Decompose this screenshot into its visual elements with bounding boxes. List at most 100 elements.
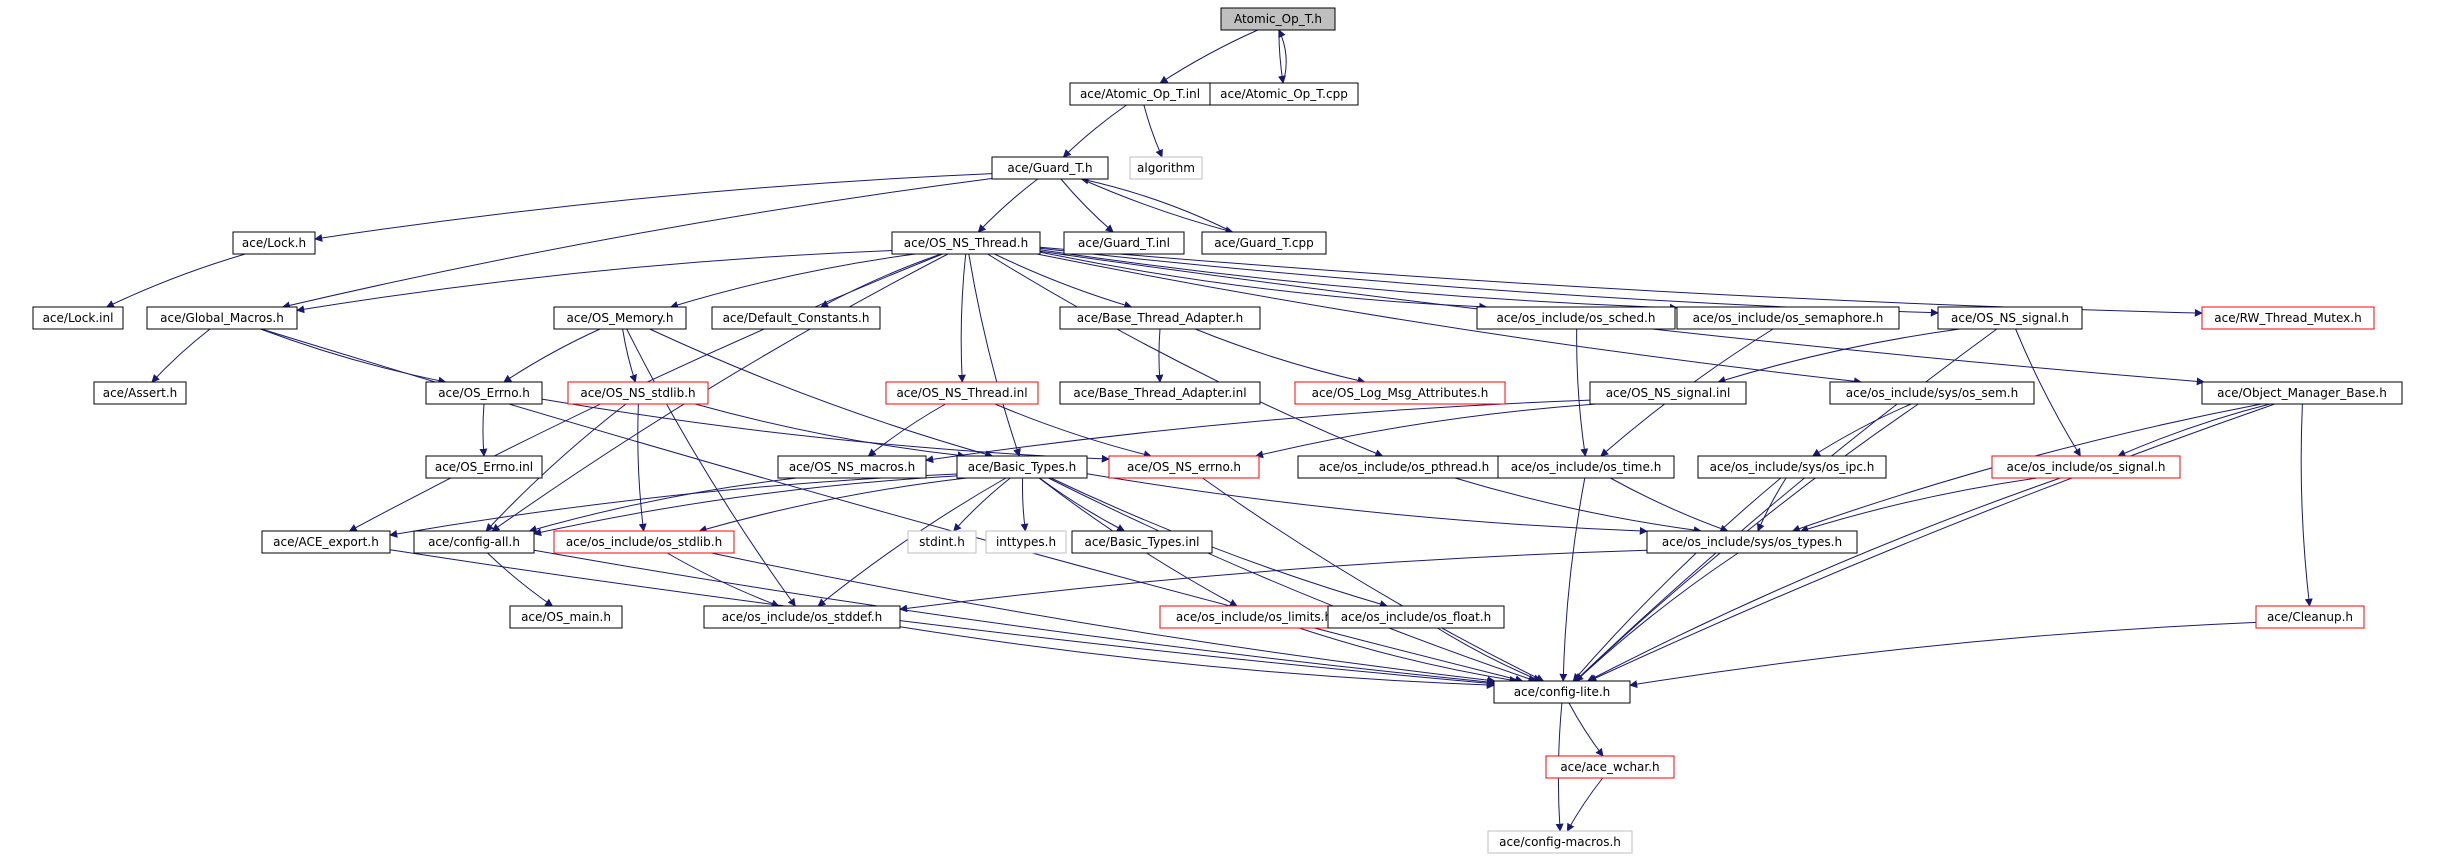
edge-os_memory_h-to-os_errno_h: [503, 328, 601, 383]
node-default-constants-h[interactable]: ace/Default_Constants.h: [711, 306, 881, 330]
node-os-float-h[interactable]: ace/os_include/os_float.h: [1327, 605, 1505, 629]
node-box: [1063, 231, 1185, 255]
edge-os_ns_thread_h-to-os_memory_h: [669, 253, 916, 309]
node-os-errno-inl[interactable]: ace/OS_Errno.inl: [425, 455, 543, 479]
node-label: ace/os_include/os_sched.h: [1497, 311, 1656, 325]
node-label: ace/Guard_T.cpp: [1214, 236, 1314, 250]
edge-ace_wchar_h-to-config_macros_h: [1566, 777, 1604, 832]
node-config-lite-h[interactable]: ace/config-lite.h: [1493, 680, 1631, 704]
node-os-semaphore-h[interactable]: ace/os_include/os_semaphore.h: [1676, 306, 1900, 330]
node-os-stdlib-h[interactable]: ace/os_include/os_stdlib.h: [553, 530, 735, 554]
node-box: [2201, 381, 2403, 405]
node-label: ace/Assert.h: [103, 386, 178, 400]
edge-os_sched_h-to-os_time_h: [1576, 328, 1589, 457]
edge-object_manager_base_h-to-os_signal_h: [2117, 403, 2271, 457]
edge-atomic_op_t_h-to-atomic_op_t_inl: [1159, 29, 1259, 84]
edge-os_ns_thread_inl-to-os_ns_macros_h: [867, 403, 946, 457]
node-os-ns-thread-h[interactable]: ace/OS_NS_Thread.h: [891, 231, 1041, 255]
node-atomic-op-t-inl[interactable]: ace/Atomic_Op_T.inl: [1069, 82, 1211, 106]
node-box: [1071, 530, 1213, 554]
edge-os_signal_h-to-config_lite_h: [1586, 477, 2061, 682]
node-box: [956, 455, 1088, 479]
node-config-all-h[interactable]: ace/config-all.h: [413, 530, 535, 554]
node-os-sched-h[interactable]: ace/os_include/os_sched.h: [1476, 306, 1676, 330]
node-lock-inl[interactable]: ace/Lock.inl: [32, 306, 124, 330]
node-guard-t-cpp[interactable]: ace/Guard_T.cpp: [1201, 231, 1327, 255]
node-box: [891, 231, 1041, 255]
node-os-ns-stdlib-h[interactable]: ace/OS_NS_stdlib.h: [567, 381, 709, 405]
node-os-signal-h[interactable]: ace/os_include/os_signal.h: [1991, 455, 2181, 479]
node-label: ace/Global_Macros.h: [160, 311, 284, 325]
node-box: [1487, 830, 1633, 854]
node-atomic-op-t-h[interactable]: Atomic_Op_T.h: [1220, 7, 1336, 31]
node-box: [1220, 7, 1336, 31]
node-basic-types-h[interactable]: ace/Basic_Types.h: [956, 455, 1088, 479]
node-label: Atomic_Op_T.h: [1234, 12, 1322, 26]
node-guard-t-h[interactable]: ace/Guard_T.h: [991, 156, 1109, 180]
node-base-thread-adapter-h[interactable]: ace/Base_Thread_Adapter.h: [1059, 306, 1261, 330]
node-label: ace/config-macros.h: [1499, 835, 1621, 849]
node-os-ns-errno-h[interactable]: ace/OS_NS_errno.h: [1108, 455, 1260, 479]
edge-config_all_h-to-config_lite_h: [533, 549, 1495, 686]
node-rw-thread-mutex-h[interactable]: ace/RW_Thread_Mutex.h: [2201, 306, 2375, 330]
edge-object_manager_base_h-to-config_lite_h: [1588, 403, 2275, 682]
node-os-sem-h[interactable]: ace/os_include/sys/os_sem.h: [1829, 381, 2035, 405]
node-os-ns-signal-inl[interactable]: ace/OS_NS_signal.inl: [1589, 381, 1747, 405]
node-ace-wchar-h[interactable]: ace/ace_wchar.h: [1545, 755, 1675, 779]
node-box: [703, 605, 901, 629]
edge-os_ns_thread_h-to-basic_types_h: [968, 253, 1021, 457]
edge-os_ns_thread_h-to-default_constants_h: [820, 253, 942, 308]
node-cleanup-h[interactable]: ace/Cleanup.h: [2255, 605, 2365, 629]
node-os-time-h[interactable]: ace/os_include/os_time.h: [1497, 455, 1675, 479]
edge-basic_types_h-to-config_lite_h: [1048, 477, 1537, 683]
node-lock-h[interactable]: ace/Lock.h: [232, 231, 316, 255]
node-os-errno-h[interactable]: ace/OS_Errno.h: [425, 381, 543, 405]
node-os-ns-signal-h[interactable]: ace/OS_NS_signal.h: [1937, 306, 2083, 330]
node-box: [232, 231, 316, 255]
node-label: inttypes.h: [996, 535, 1056, 549]
node-os-ns-macros-h[interactable]: ace/OS_NS_macros.h: [777, 455, 927, 479]
node-label: ace/OS_Errno.inl: [435, 460, 533, 474]
edge-os_ns_signal_h-to-os_ns_signal_inl: [1717, 328, 1960, 384]
node-label: ace/os_include/os_stddef.h: [722, 610, 882, 624]
node-box: [1676, 306, 1900, 330]
node-os-ipc-h[interactable]: ace/os_include/sys/os_ipc.h: [1697, 455, 1887, 479]
node-label: ace/OS_Errno.h: [438, 386, 530, 400]
node-object-manager-base-h[interactable]: ace/Object_Manager_Base.h: [2201, 381, 2403, 405]
node-label: ace/OS_NS_Thread.inl: [896, 386, 1027, 400]
node-global-macros-h[interactable]: ace/Global_Macros.h: [146, 306, 298, 330]
node-box: [1493, 680, 1631, 704]
node-ace-export-h[interactable]: ace/ACE_export.h: [261, 530, 391, 554]
edge-config_all_h-to-os_main_h: [487, 552, 554, 607]
node-os-types-h[interactable]: ace/os_include/sys/os_types.h: [1646, 530, 1858, 554]
node-os-log-msg-attributes-h[interactable]: ace/OS_Log_Msg_Attributes.h: [1294, 381, 1506, 405]
node-atomic-op-t-cpp[interactable]: ace/Atomic_Op_T.cpp: [1209, 82, 1359, 106]
node-os-ns-thread-inl[interactable]: ace/OS_NS_Thread.inl: [885, 381, 1039, 405]
node-label: ace/OS_NS_Thread.h: [904, 236, 1028, 250]
node-os-memory-h[interactable]: ace/OS_Memory.h: [553, 306, 687, 330]
node-label: ace/os_include/os_semaphore.h: [1693, 311, 1884, 325]
node-box: [1201, 231, 1327, 255]
node-guard-t-inl[interactable]: ace/Guard_T.inl: [1063, 231, 1185, 255]
edge-os_time_h-to-os_types_h: [1610, 477, 1729, 533]
edge-os_ns_thread_h-to-config_all_h: [491, 253, 949, 532]
edge-basic_types_h-to-os_stdlib_h: [698, 477, 967, 533]
node-label: ace/os_include/os_time.h: [1511, 460, 1662, 474]
edge-atomic_op_t_inl-to-guard_t_h: [1062, 104, 1127, 158]
edge-os_limits_h-to-config_lite_h: [1299, 627, 1518, 684]
edge-atomic_op_t_inl-to-algorithm: [1143, 104, 1163, 158]
node-os-pthread-h[interactable]: ace/os_include/os_pthread.h: [1297, 455, 1511, 479]
edge-os_sem_h-to-os_ipc_h: [1812, 403, 1912, 457]
edge-global_macros_h-to-os_errno_h: [260, 328, 447, 385]
node-base-thread-adapter-inl[interactable]: ace/Base_Thread_Adapter.inl: [1059, 381, 1261, 405]
node-os-main-h[interactable]: ace/OS_main.h: [509, 605, 623, 629]
node-label: ace/os_include/os_limits.h: [1176, 610, 1332, 624]
node-os-stddef-h[interactable]: ace/os_include/os_stddef.h: [703, 605, 901, 629]
edge-os_ns_signal_h-to-os_signal_h: [2015, 328, 2081, 457]
node-basic-types-inl[interactable]: ace/Basic_Types.inl: [1071, 530, 1213, 554]
node-box: [553, 530, 735, 554]
node-os-limits-h[interactable]: ace/os_include/os_limits.h: [1159, 605, 1349, 629]
edge-os_ns_thread_h-to-global_macros_h: [296, 250, 893, 314]
node-assert-h[interactable]: ace/Assert.h: [93, 381, 187, 405]
edge-os_ns_stdlib_h-to-basic_types_h: [694, 403, 966, 460]
